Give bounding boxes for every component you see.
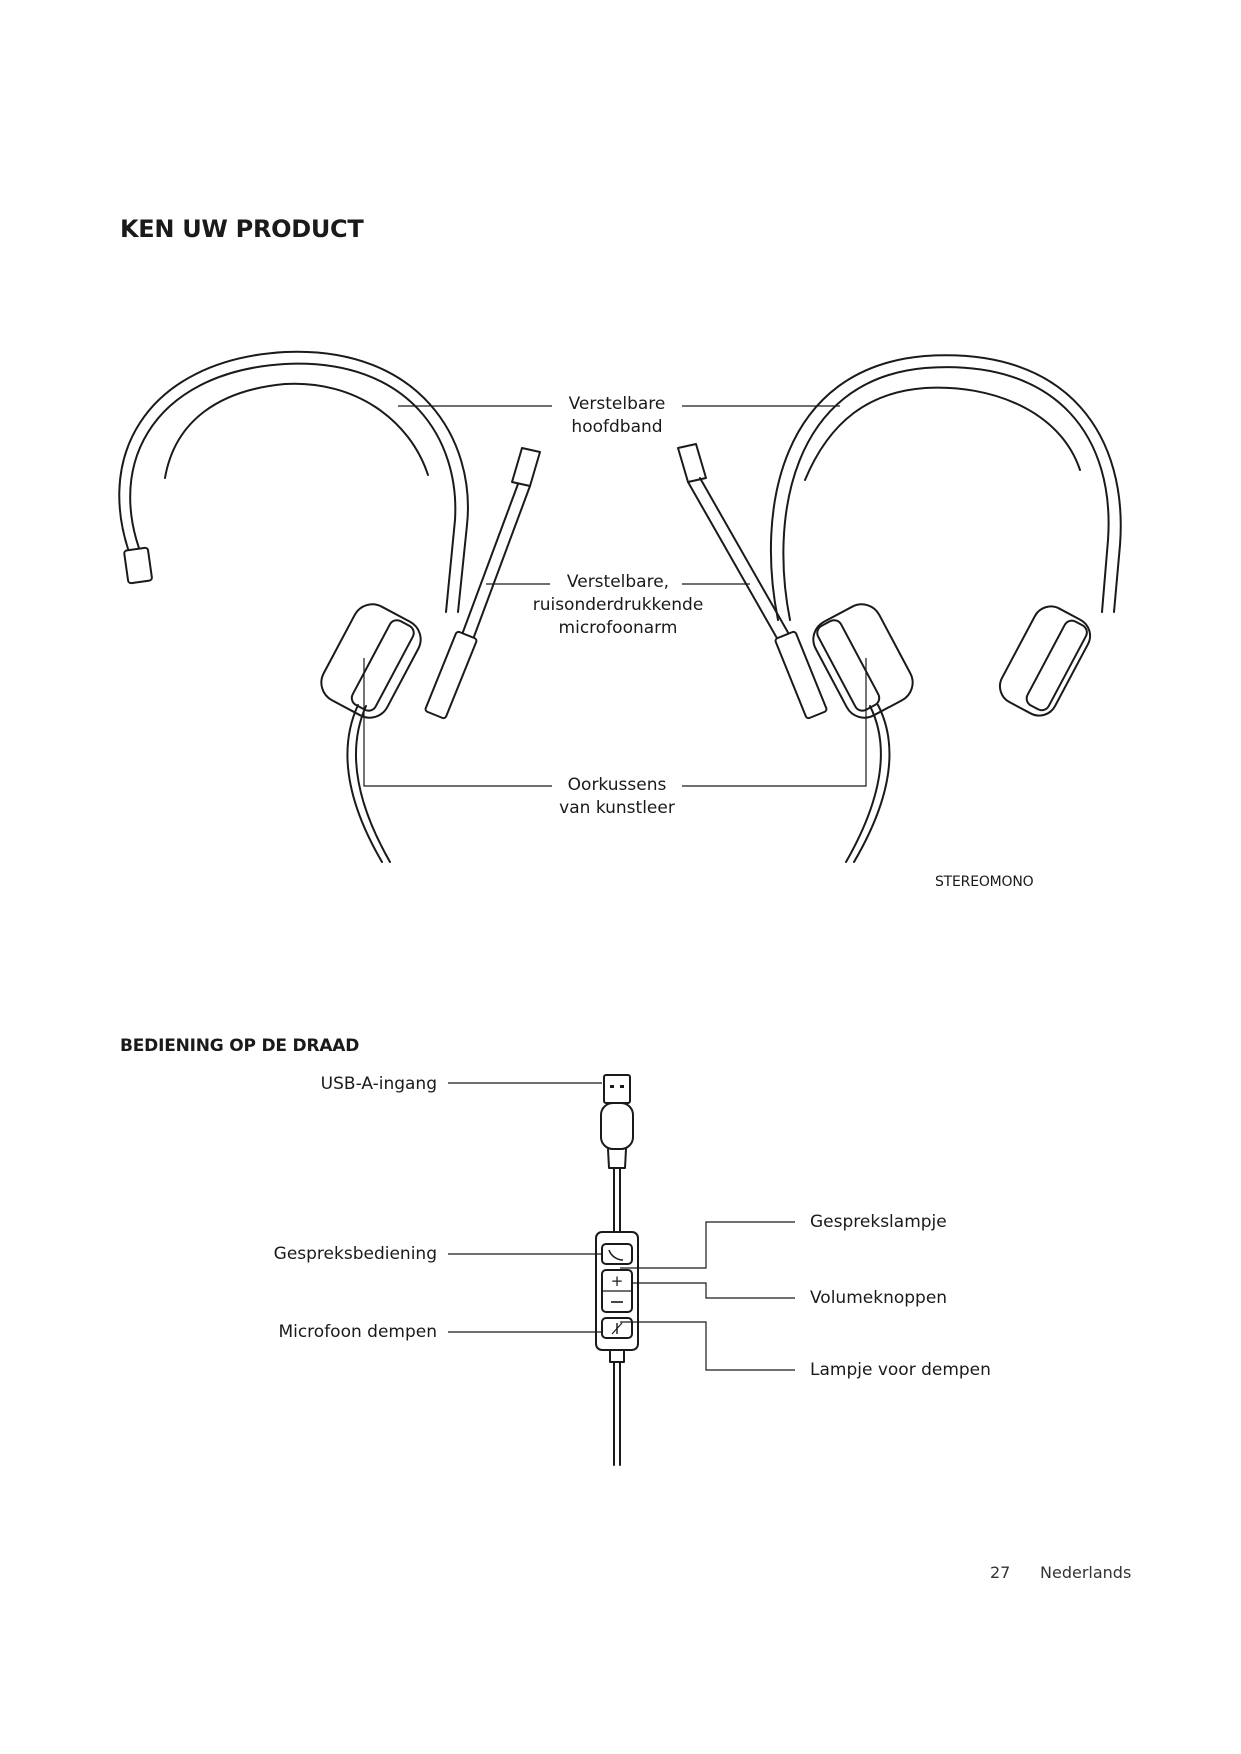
headset-diagram (118, 350, 1122, 863)
label-mic-arm-line3: microfoonarm (558, 618, 678, 638)
label-mute-light: Lampje voor dempen (810, 1360, 991, 1380)
stereo-headset-illustration (677, 354, 1122, 863)
label-mic-arm-line2: ruisonderdrukkende (532, 595, 704, 615)
page-number: 27 (990, 1563, 1011, 1582)
page-title: KEN UW PRODUCT (120, 215, 364, 243)
label-call-light: Gesprekslampje (810, 1212, 947, 1232)
label-ear-cushions-line2: van kunstleer (559, 798, 675, 818)
label-ear-cushions: Oorkussens van kunstleer (550, 774, 684, 820)
label-mute-mic: Microfoon dempen (278, 1322, 437, 1342)
section-title: BEDIENING OP DE DRAAD (120, 1036, 360, 1056)
label-mic-arm-line1: Verstelbare, (566, 572, 670, 592)
label-headband-line1: Verstelbare (568, 394, 666, 414)
label-headband: Verstelbare hoofdband (550, 393, 684, 439)
footer-language: Nederlands (1040, 1563, 1132, 1582)
label-volume-buttons: Volumeknoppen (810, 1288, 948, 1308)
mono-headset-illustration (118, 350, 541, 863)
variant-label: STEREOMONO (935, 874, 1034, 890)
label-call-control: Gespreksbediening (273, 1244, 437, 1264)
label-ear-cushions-line1: Oorkussens (567, 775, 667, 795)
label-headband-line2: hoofdband (571, 417, 663, 437)
label-mic-arm: Verstelbare, ruisonderdrukkende microfoo… (510, 571, 726, 640)
label-usb-a: USB-A-ingang (320, 1074, 437, 1094)
svg-text:+: + (611, 1272, 624, 1290)
